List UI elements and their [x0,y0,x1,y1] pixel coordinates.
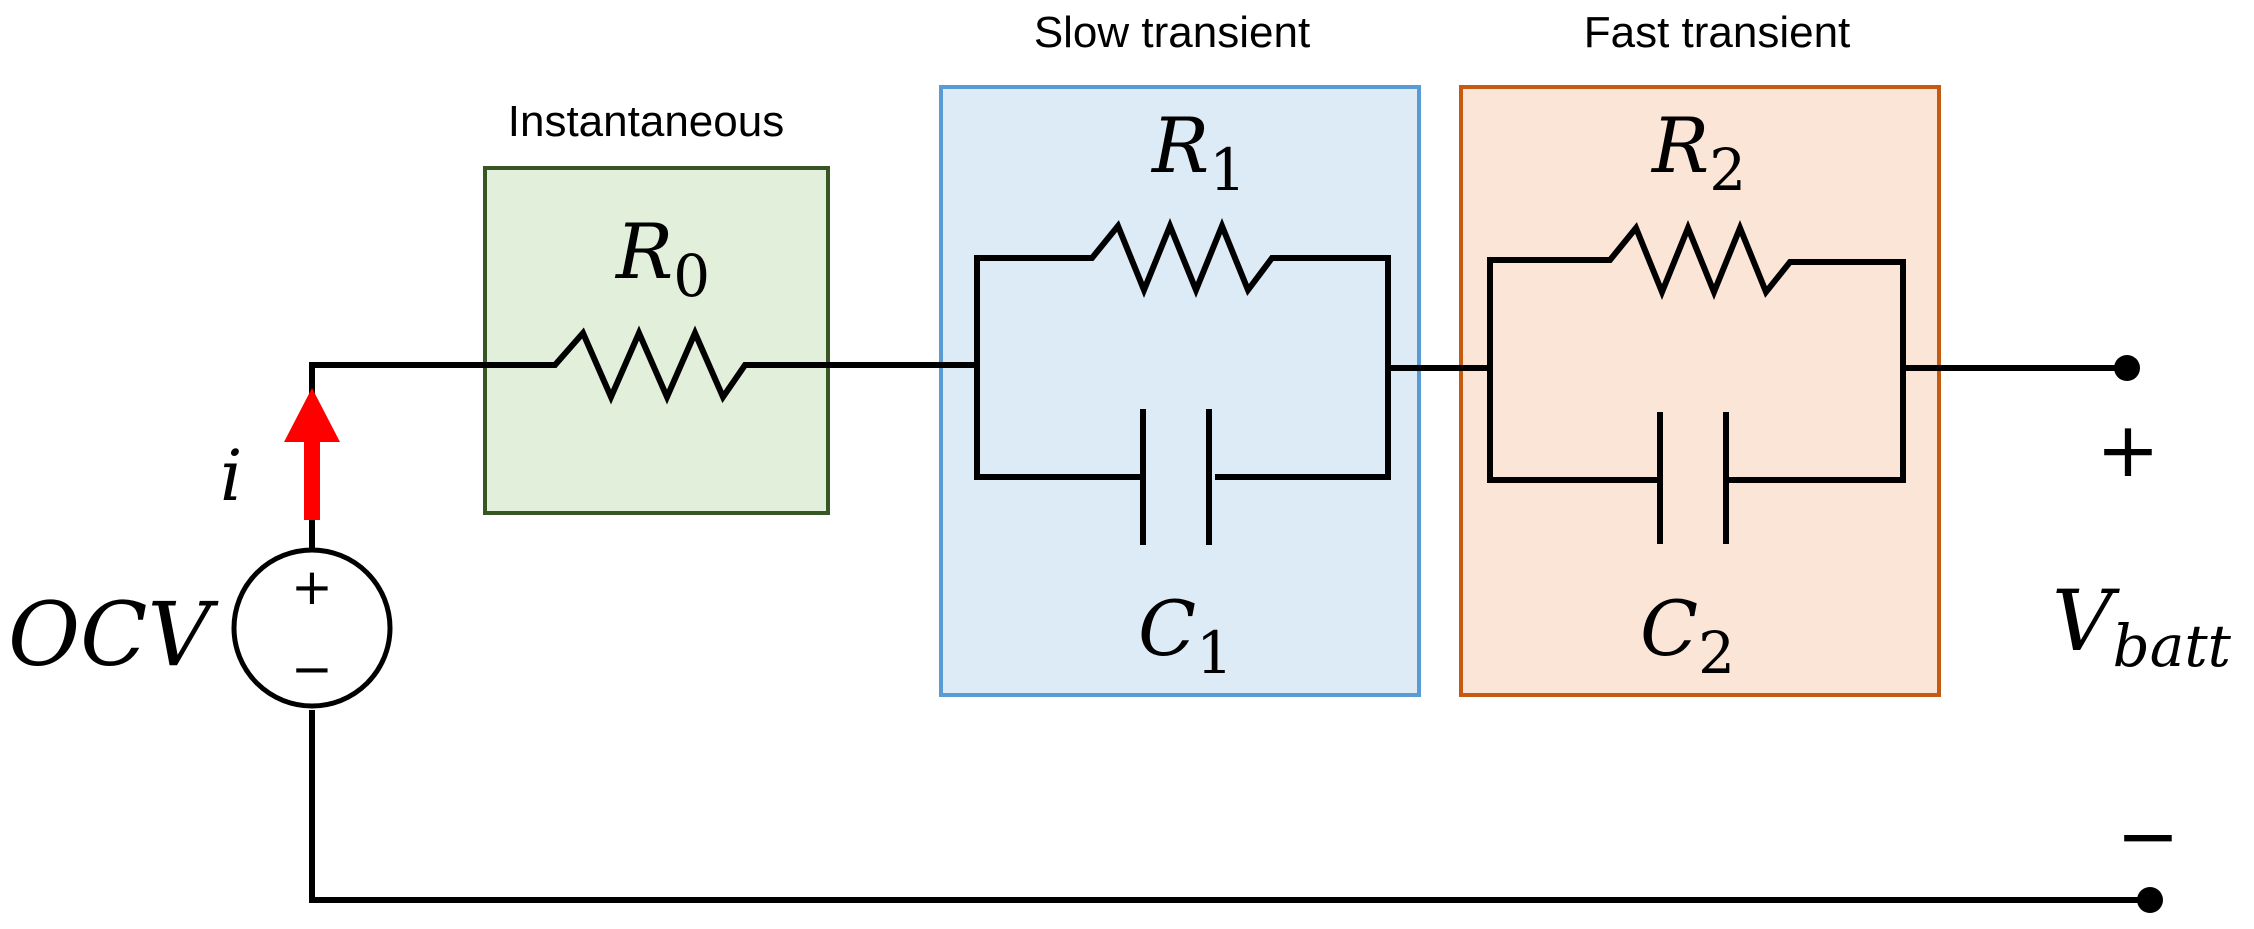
vbatt-label: Vbatt [2052,572,2232,680]
resistor-r2 [1600,220,1800,300]
r2-label: R2 [1650,101,1746,204]
output-plus-sign: + [2096,405,2160,494]
vbatt-subscript: batt [2113,612,2232,680]
r2-subscript: 2 [1709,136,1746,204]
fast-transient-label: Fast transient [1584,8,1851,57]
fast-transient-region-box [1459,85,1941,697]
rc2-bottom-left [1487,368,1660,483]
resistor-r1 [1082,218,1282,298]
return-wire-bottom [309,710,2150,903]
r0-subscript: 0 [673,242,710,310]
current-arrow-icon [284,388,340,442]
ocv-voltage-source [231,547,393,709]
r0-label: R0 [614,207,710,310]
resistor-r0 [549,325,751,405]
c2-label: C2 [1640,584,1735,687]
ocv-label: OCV [8,583,219,686]
r0-symbol: R [614,207,673,296]
current-label: i [220,435,242,517]
output-terminal-positive [2114,355,2140,381]
r1-subscript: 1 [1209,136,1246,204]
source-plus-sign: + [291,558,333,616]
instantaneous-region-box [483,166,830,515]
r1-label: R1 [1150,101,1246,204]
c2-symbol: C [1640,584,1698,673]
r1-symbol: R [1150,101,1209,190]
c2-subscript: 2 [1698,619,1735,687]
c1-label: C1 [1138,584,1233,687]
rc2-left-rail [1487,257,1600,368]
instantaneous-label: Instantaneous [508,97,784,146]
rc1-bottom-left [974,365,1143,480]
slow-transient-label: Slow transient [1034,8,1310,57]
slow-transient-region-box [939,85,1421,697]
r2-symbol: R [1650,101,1709,190]
c1-subscript: 1 [1196,619,1233,687]
rc1-left-rail [974,255,1082,365]
output-terminal-negative [2137,887,2163,913]
vbatt-symbol: V [2052,572,2120,670]
source-minus-sign: − [291,640,333,698]
output-minus-sign: − [2116,791,2180,880]
c1-symbol: C [1138,584,1196,673]
